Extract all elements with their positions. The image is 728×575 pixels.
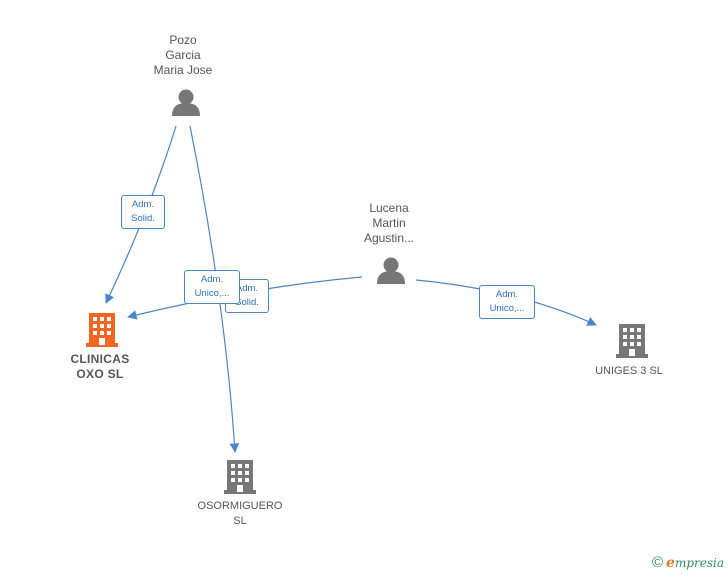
empresia-watermark: ©empresia: [652, 554, 724, 571]
copyright-icon: ©: [651, 554, 664, 571]
company-label-uniges[interactable]: UNIGES 3 SL: [595, 365, 663, 377]
person-label-lucena[interactable]: Lucena Martin Agustin...: [363, 201, 415, 245]
company-label-osormiguero[interactable]: OSORMIGUERO SL: [197, 500, 283, 527]
edge-label-lucena-clinicas: Adm. Unico,...: [184, 270, 240, 304]
edge-label-lucena-uniges: Adm. Unico,...: [479, 285, 535, 319]
brand-logo: empresia: [666, 554, 724, 571]
person-label-pozo[interactable]: Pozo Garcia Maria Jose: [153, 33, 213, 77]
edge-label-pozo-clinicas: Adm. Solid.: [121, 195, 165, 229]
building-icon-osormiguero[interactable]: [224, 460, 256, 494]
company-label-clinicas[interactable]: CLINICAS OXO SL: [70, 352, 130, 381]
building-icon-uniges[interactable]: [616, 324, 648, 358]
person-icon-lucena[interactable]: [377, 257, 405, 285]
building-icon-clinicas[interactable]: [86, 313, 118, 347]
person-icon-pozo[interactable]: [172, 89, 200, 117]
